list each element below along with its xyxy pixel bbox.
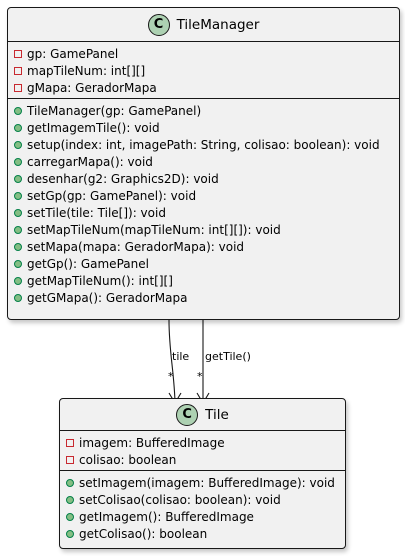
class-tilemanager-name: TileManager (176, 16, 260, 33)
edge-label-tile: tile (172, 350, 190, 363)
method-text: setup(index: int, imagePath: String, col… (27, 137, 380, 152)
private-visibility-icon (66, 455, 74, 464)
attribute-row: colisao: boolean (60, 451, 345, 468)
method-text: desenhar(g2: Graphics2D): void (27, 171, 219, 186)
edge-multiplicity-tile: * (168, 370, 174, 383)
method-text: setMapa(mapa: GeradorMapa): void (27, 239, 245, 254)
method-row: carregarMapa(): void (8, 153, 399, 170)
method-text: getMapTileNum(): int[][] (27, 273, 173, 288)
attribute-text: gp: GamePanel (27, 46, 119, 61)
public-visibility-icon (14, 225, 22, 234)
method-text: setTile(tile: Tile[]): void (27, 205, 166, 220)
method-text: setGp(gp: GamePanel): void (27, 188, 197, 203)
public-visibility-icon (14, 157, 22, 166)
method-row: desenhar(g2: Graphics2D): void (8, 170, 399, 187)
method-text: carregarMapa(): void (27, 154, 153, 169)
class-tile-name: Tile (205, 406, 229, 423)
method-text: getImagemTile(): void (27, 120, 160, 135)
method-text: getGp(): GamePanel (27, 256, 149, 271)
private-visibility-icon (14, 49, 22, 58)
edge-multiplicity-gettile: * (197, 370, 203, 383)
method-row: getImagemTile(): void (8, 119, 399, 136)
attribute-text: imagem: BufferedImage (79, 435, 225, 450)
class-tile[interactable]: C Tile imagem: BufferedImage colisao: bo… (59, 398, 346, 549)
attribute-row: mapTileNum: int[][] (8, 62, 399, 79)
public-visibility-icon (14, 140, 22, 149)
public-visibility-icon (14, 174, 22, 183)
method-text: getImagem(): BufferedImage (79, 509, 254, 524)
attribute-row: imagem: BufferedImage (60, 434, 345, 451)
attribute-row: gMapa: GeradorMapa (8, 79, 399, 96)
method-text: setMapTileNum(mapTileNum: int[][]): void (27, 222, 281, 237)
public-visibility-icon (14, 191, 22, 200)
attribute-text: colisao: boolean (79, 452, 177, 467)
method-row: setMapa(mapa: GeradorMapa): void (8, 238, 399, 255)
attribute-row: gp: GamePanel (8, 45, 399, 62)
attribute-text: gMapa: GeradorMapa (27, 80, 157, 95)
attribute-text: mapTileNum: int[][] (27, 63, 146, 78)
public-visibility-icon (66, 478, 74, 487)
method-row: setup(index: int, imagePath: String, col… (8, 136, 399, 153)
public-visibility-icon (14, 242, 22, 251)
method-row: getGp(): GamePanel (8, 255, 399, 272)
public-visibility-icon (14, 123, 22, 132)
private-visibility-icon (66, 438, 74, 447)
class-tile-header: C Tile (60, 399, 345, 430)
method-row: setTile(tile: Tile[]): void (8, 204, 399, 221)
method-row: getMapTileNum(): int[][] (8, 272, 399, 289)
public-visibility-icon (14, 259, 22, 268)
private-visibility-icon (14, 66, 22, 75)
method-row: setColisao(colisao: boolean): void (60, 491, 345, 508)
tile-methods: setImagem(imagem: BufferedImage): void s… (60, 470, 345, 544)
association-tile-edge (168, 319, 176, 403)
class-tilemanager[interactable]: C TileManager gp: GamePanel mapTileNum: … (7, 7, 400, 320)
method-text: TileManager(gp: GamePanel) (27, 103, 202, 118)
method-row: setMapTileNum(mapTileNum: int[][]): void (8, 221, 399, 238)
method-row: setGp(gp: GamePanel): void (8, 187, 399, 204)
edge-label-gettile: getTile() (205, 350, 251, 363)
class-stereotype-icon: C (176, 403, 199, 426)
class-stereotype-icon: C (147, 13, 170, 36)
public-visibility-icon (66, 495, 74, 504)
public-visibility-icon (14, 208, 22, 217)
method-row: getGMapa(): GeradorMapa (8, 289, 399, 306)
method-row: TileManager(gp: GamePanel) (8, 102, 399, 119)
method-row: setImagem(imagem: BufferedImage): void (60, 474, 345, 491)
public-visibility-icon (66, 529, 74, 538)
public-visibility-icon (14, 276, 22, 285)
public-visibility-icon (14, 106, 22, 115)
method-text: getColisao(): boolean (79, 526, 208, 541)
tilemanager-attributes: gp: GamePanel mapTileNum: int[][] gMapa:… (8, 41, 399, 98)
method-text: getGMapa(): GeradorMapa (27, 290, 188, 305)
private-visibility-icon (14, 83, 22, 92)
class-tilemanager-header: C TileManager (8, 8, 399, 41)
tilemanager-methods: TileManager(gp: GamePanel) getImagemTile… (8, 98, 399, 308)
method-text: setColisao(colisao: boolean): void (79, 492, 281, 507)
method-text: setImagem(imagem: BufferedImage): void (79, 475, 335, 490)
method-row: getImagem(): BufferedImage (60, 508, 345, 525)
public-visibility-icon (66, 512, 74, 521)
method-row: getColisao(): boolean (60, 525, 345, 542)
public-visibility-icon (14, 293, 22, 302)
tile-attributes: imagem: BufferedImage colisao: boolean (60, 430, 345, 470)
